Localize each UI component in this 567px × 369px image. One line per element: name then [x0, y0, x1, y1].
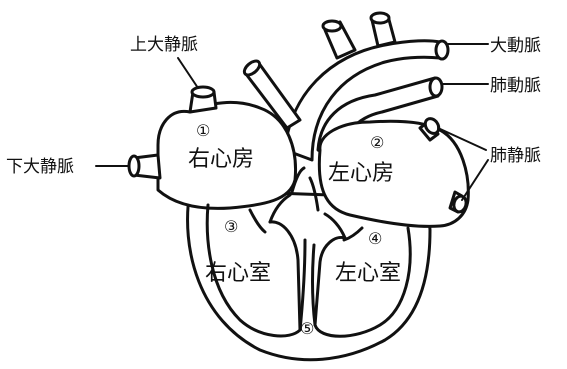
- leader-superior-vena-cava: [177, 57, 199, 89]
- label-pulmonary-vein: 肺静脈: [490, 146, 541, 166]
- label-left-atrium: 左心房: [328, 161, 394, 186]
- marker-4: ④: [368, 229, 382, 248]
- left-ventricle-inner: [313, 226, 412, 338]
- aorta-branch-2-opening: [369, 11, 391, 25]
- aortic-root: [290, 166, 320, 212]
- label-left-ventricle: 左心室: [335, 261, 401, 286]
- inferior-vena-cava-opening: [127, 154, 141, 178]
- label-superior-vena-cava: 上大静脈: [130, 35, 198, 55]
- label-inferior-vena-cava: 下大静脈: [6, 157, 74, 177]
- right-ventricle-inner: [205, 203, 302, 338]
- label-right-ventricle: 右心室: [205, 261, 271, 286]
- pulmonary-artery-opening: [428, 76, 444, 98]
- marker-1: ①: [196, 121, 210, 140]
- leader-pulmonary-vein-lower: [461, 159, 489, 201]
- right-atrium-wall: [156, 100, 298, 210]
- marker-2: ②: [370, 133, 384, 152]
- label-right-atrium: 右心房: [188, 147, 254, 172]
- label-aorta: 大動脈: [490, 36, 541, 56]
- superior-vena-cava-opening: [190, 85, 216, 99]
- tricuspid-valve: [248, 193, 292, 234]
- label-pulmonary-artery: 肺動脈: [490, 76, 541, 96]
- mitral-valve: [323, 212, 364, 242]
- pulmonary-artery-left-opening: [242, 59, 262, 77]
- marker-3: ③: [224, 217, 238, 236]
- pulmonary-vein-upper-opening: [423, 117, 441, 135]
- aorta-branch-1-opening: [321, 19, 343, 33]
- ventricle-outline: [186, 188, 432, 362]
- marker-5: ⑤: [300, 319, 314, 338]
- left-atrium-wall: [317, 119, 470, 228]
- septum: [298, 238, 317, 332]
- leader-pulmonary-vein-upper: [437, 127, 487, 151]
- aorta-opening: [434, 39, 450, 61]
